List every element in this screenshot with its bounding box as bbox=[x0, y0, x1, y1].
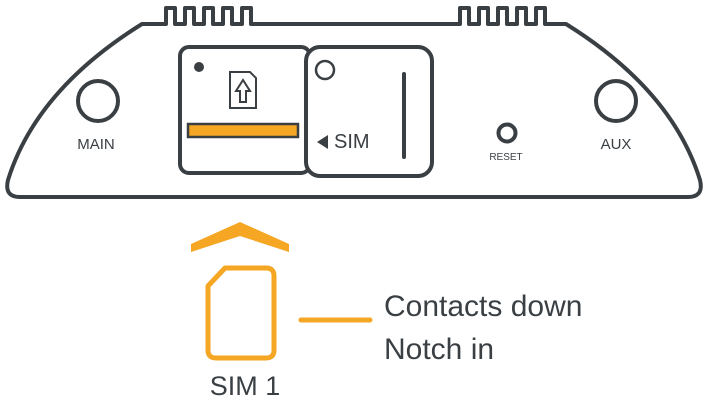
sim-door[interactable] bbox=[304, 45, 434, 178]
main-port[interactable] bbox=[76, 79, 120, 123]
sim-door-label: SIM bbox=[334, 131, 370, 153]
aux-port-label: AUX bbox=[601, 136, 632, 153]
indicator-dot bbox=[194, 62, 204, 72]
aux-port[interactable] bbox=[594, 79, 638, 123]
device-enclosure bbox=[5, 6, 703, 199]
sim-tray-slot bbox=[178, 45, 312, 175]
sim-card-insert-icon bbox=[229, 71, 257, 109]
reset-button[interactable] bbox=[496, 122, 518, 144]
left-triangle-icon bbox=[317, 135, 328, 149]
door-screw-icon bbox=[314, 59, 336, 81]
instruction-line-1: Contacts down bbox=[384, 290, 582, 323]
sim-card-outline bbox=[205, 265, 277, 361]
chevron-up-icon bbox=[191, 222, 289, 252]
reset-label: RESET bbox=[489, 152, 522, 163]
sim-slot-bar bbox=[186, 122, 300, 139]
instruction-line-2: Notch in bbox=[384, 333, 494, 366]
up-arrow-icon bbox=[234, 78, 252, 103]
main-port-label: MAIN bbox=[77, 136, 115, 153]
sim-card-label: SIM 1 bbox=[210, 371, 281, 401]
